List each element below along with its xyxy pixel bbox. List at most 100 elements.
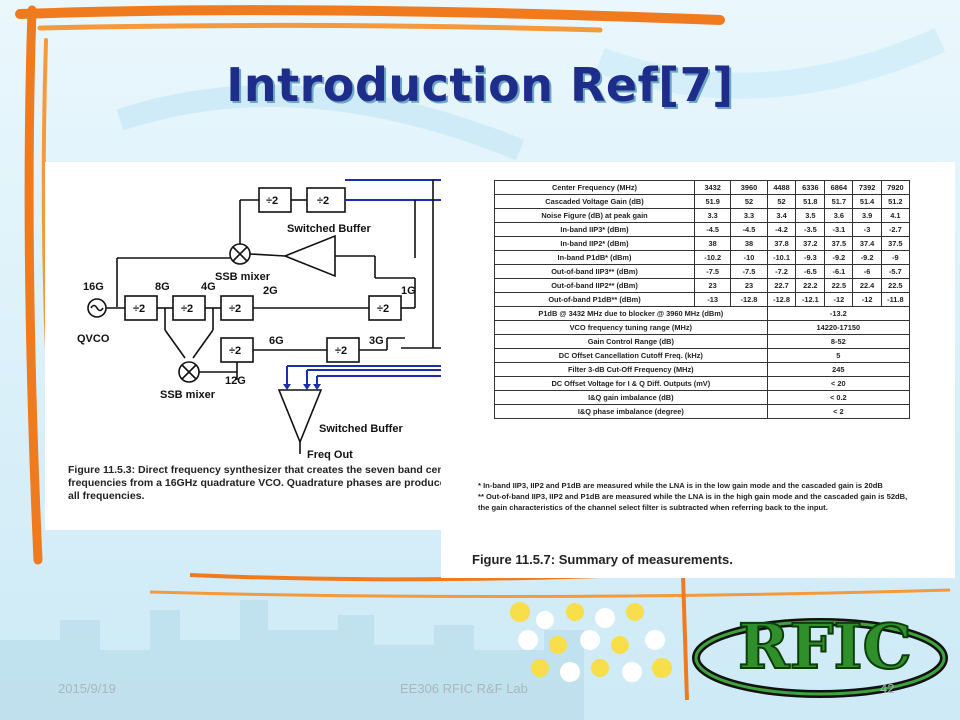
freq-label: 8G — [155, 281, 170, 293]
divider-label: ÷2 — [317, 195, 329, 207]
table-row-label: Out-of-band IIP2** (dBm) — [493, 278, 696, 293]
table-cell: 52 — [730, 194, 768, 209]
table-cell: 37.4 — [852, 236, 882, 251]
table-cell: 38 — [694, 236, 732, 251]
table-row-label: VCO frequency tuning range (MHz) — [494, 320, 768, 335]
freq-label: 12G — [225, 375, 246, 387]
table-row-label: P1dB @ 3432 MHz due to blocker @ 3960 MH… — [494, 306, 768, 321]
table-row-label: Noise Figure (dB) at peak gain — [493, 208, 696, 223]
table-cell: -6.5 — [795, 264, 826, 279]
table-cell: -13.2 — [766, 306, 911, 321]
table-cell: 3432 — [694, 180, 732, 195]
table-cell: -3.1 — [824, 222, 854, 237]
table-cell: 23 — [730, 278, 768, 293]
table-cell: -10 — [730, 250, 768, 265]
divider-label: ÷2 — [266, 195, 278, 207]
switched-buffer-label: Switched Buffer — [319, 423, 403, 435]
table-cell: -4.5 — [730, 222, 768, 237]
table-row-label: In-band P1dB* (dBm) — [493, 250, 696, 265]
synthesizer-figure-caption: Figure 11.5.3: Direct frequency synthesi… — [68, 464, 444, 502]
table-cell: 22.2 — [795, 278, 826, 293]
freq-label: 16G — [83, 281, 104, 293]
table-cell: < 0.2 — [766, 390, 911, 405]
table-cell: -4.5 — [694, 222, 732, 237]
table-cell: -9.2 — [824, 250, 854, 265]
table-cell: -12 — [824, 292, 854, 307]
freq-label: 4G — [201, 281, 216, 293]
table-cell: 52 — [766, 194, 797, 209]
table-cell: -9.2 — [852, 250, 882, 265]
table-cell: < 20 — [766, 376, 911, 391]
footer-date: 2015/9/19 — [58, 681, 116, 696]
table-row-label: In-band IIP3* (dBm) — [493, 222, 696, 237]
table-row-label: Center Frequency (MHz) — [493, 180, 696, 195]
rfic-logo: RFIC — [692, 609, 948, 698]
table-cell: -7.5 — [730, 264, 768, 279]
table-cell: -12.1 — [795, 292, 826, 307]
divider-label: ÷2 — [229, 345, 241, 357]
table-cell: 37.8 — [766, 236, 797, 251]
table-row-label: DC Offset Voltage for I & Q Diff. Output… — [494, 376, 768, 391]
table-cell: 3.3 — [694, 208, 732, 223]
table-cell: 51.2 — [880, 194, 911, 209]
freq-label: 1G — [401, 285, 416, 297]
table-cell: -9.3 — [795, 250, 826, 265]
table-cell: -10.2 — [694, 250, 732, 265]
table-cell: 3.3 — [730, 208, 768, 223]
measurement-figure-caption: Figure 11.5.7: Summary of measurements. — [472, 552, 733, 567]
table-cell: -5.7 — [880, 264, 911, 279]
table-row-label: Gain Control Range (dB) — [494, 334, 768, 349]
table-row-label: In-band IIP2* (dBm) — [493, 236, 696, 251]
table-cell: 22.5 — [824, 278, 854, 293]
table-cell: -12.8 — [766, 292, 797, 307]
slide-title: Introduction Ref[7] — [226, 58, 734, 112]
freq-label: 2G — [263, 285, 278, 297]
table-cell: -12 — [852, 292, 882, 307]
table-cell: 4.1 — [880, 208, 911, 223]
logo-text: RFIC — [738, 610, 912, 683]
table-cell: -7.5 — [694, 264, 732, 279]
table-cell: 7392 — [852, 180, 882, 195]
table-cell: -12.8 — [730, 292, 768, 307]
note-inband: * In-band IIP3, IIP2 and P1dB are measur… — [478, 481, 883, 490]
table-cell: 22.5 — [880, 278, 911, 293]
ssb-mixer-label: SSB mixer — [215, 271, 271, 283]
freq-label: 6G — [269, 335, 284, 347]
table-cell: 22.4 — [852, 278, 882, 293]
table-cell: 37.5 — [880, 236, 911, 251]
table-cell: -3.5 — [795, 222, 826, 237]
table-cell: 8-52 — [766, 334, 911, 349]
table-row: P1dB @ 3432 MHz due to blocker @ 3960 MH… — [494, 306, 911, 321]
table-row-label: I&Q gain imbalance (dB) — [494, 390, 768, 405]
divider-label: ÷2 — [229, 303, 241, 315]
table-cell: -10.1 — [766, 250, 797, 265]
table-row: VCO frequency tuning range (MHz)14220-17… — [494, 320, 911, 335]
table-cell: 38 — [730, 236, 768, 251]
table-cell: 245 — [766, 362, 911, 377]
measurement-notes: * In-band IIP3, IIP2 and P1dB are measur… — [478, 480, 948, 513]
table-cell: -2.7 — [880, 222, 911, 237]
table-row: In-band IIP3* (dBm)-4.5-4.5-4.2-3.5-3.1-… — [493, 222, 911, 237]
table-row: In-band P1dB* (dBm)-10.2-10-10.1-9.3-9.2… — [493, 250, 911, 265]
table-row: Gain Control Range (dB)8-52 — [494, 334, 911, 349]
table-cell: 5 — [766, 348, 911, 363]
table-cell: 6336 — [795, 180, 826, 195]
freq-label: 3G — [369, 335, 384, 347]
table-cell: 4488 — [766, 180, 797, 195]
table-cell: 3.9 — [852, 208, 882, 223]
qvco-label: QVCO — [77, 333, 110, 345]
table-cell: 51.7 — [824, 194, 854, 209]
table-cell: -6 — [852, 264, 882, 279]
footer-course: EE306 RFIC R&F Lab — [400, 681, 528, 696]
table-cell: -4.2 — [766, 222, 797, 237]
divider-label: ÷2 — [133, 303, 145, 315]
table-row: Out-of-band IIP3** (dBm)-7.5-7.5-7.2-6.5… — [493, 264, 911, 279]
table-row-label: Out-of-band IIP3** (dBm) — [493, 264, 696, 279]
table-cell: 3.4 — [766, 208, 797, 223]
table-cell: 3.5 — [795, 208, 826, 223]
